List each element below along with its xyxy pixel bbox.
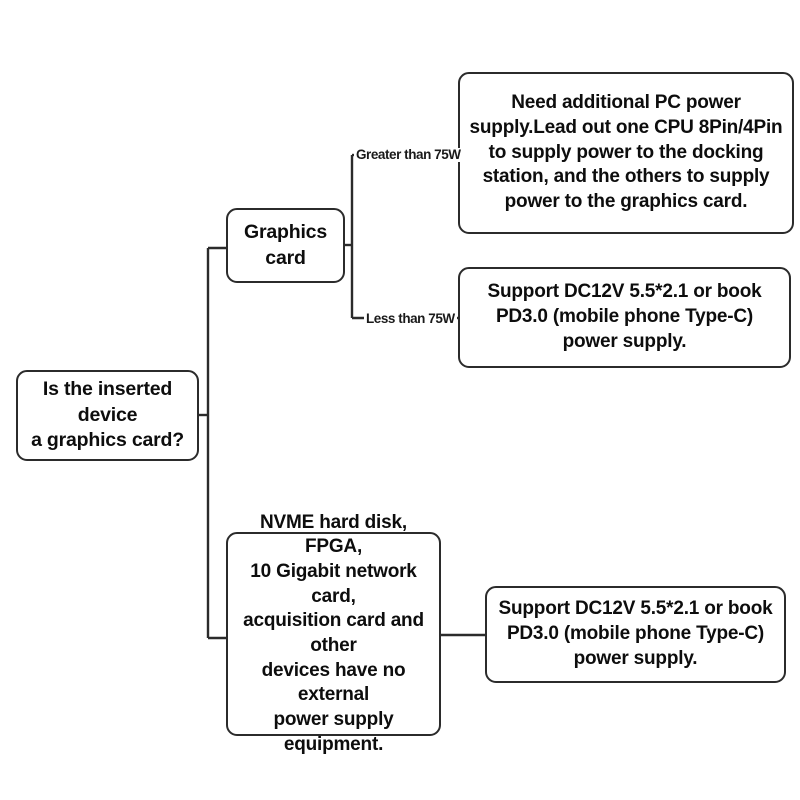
node-root-question[interactable]: Is the inserted device a graphics card? [16, 370, 199, 461]
node-greater-than-75w-result[interactable]: Need additional PC power supply.Lead out… [458, 72, 794, 234]
node-less-than-75w-result-label: Support DC12V 5.5*2.1 or book PD3.0 (mob… [487, 281, 762, 352]
node-other-devices-result-label: Support DC12V 5.5*2.1 or book PD3.0 (mob… [498, 598, 773, 669]
node-greater-than-75w-result-label: Need additional PC power supply.Lead out… [469, 92, 783, 213]
node-other-devices-result[interactable]: Support DC12V 5.5*2.1 or book PD3.0 (mob… [485, 586, 786, 683]
edge-label-greater-than-75w: Greater than 75W [354, 147, 463, 162]
node-less-than-75w-result[interactable]: Support DC12V 5.5*2.1 or book PD3.0 (mob… [458, 267, 791, 368]
node-graphics-card[interactable]: Graphics card [226, 208, 345, 283]
node-graphics-card-label: Graphics card [244, 221, 327, 269]
node-other-devices-label: NVME hard disk, FPGA, 10 Gigabit network… [243, 511, 424, 755]
node-other-devices[interactable]: NVME hard disk, FPGA, 10 Gigabit network… [226, 512, 441, 755]
node-root-question-label: Is the inserted device a graphics card? [31, 378, 184, 452]
edge-label-less-than-75w: Less than 75W [364, 311, 457, 326]
